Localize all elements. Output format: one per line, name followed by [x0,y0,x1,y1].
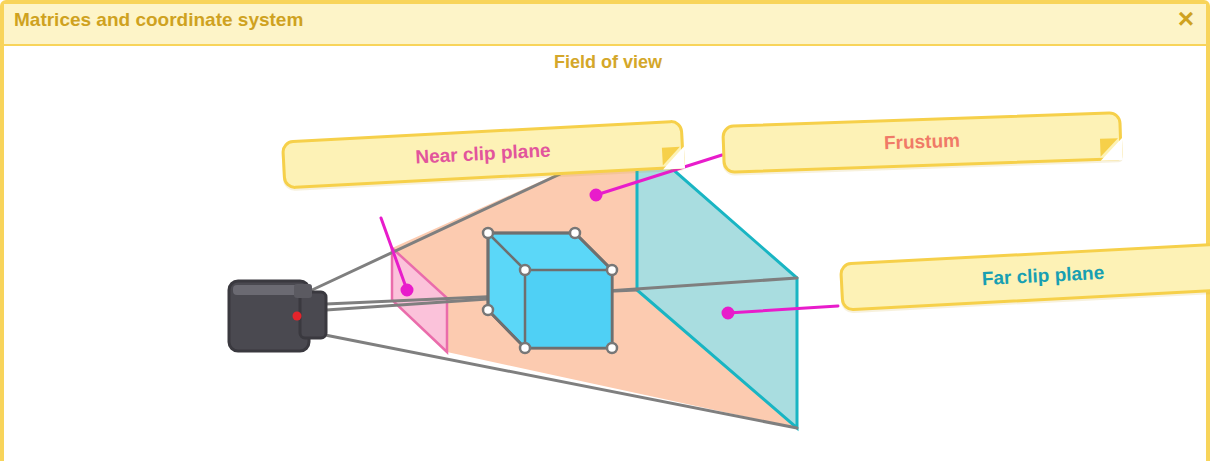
section-heading: Field of view [554,52,662,73]
note-text: Near clip plane [299,133,668,175]
note-text: Far clip plane [857,255,1210,297]
cube [483,228,617,353]
close-icon: × [1178,4,1194,35]
camera-icon [229,281,326,351]
note-text: Frustum [739,125,1106,161]
dialog-title: Matrices and coordinate system [14,9,303,31]
